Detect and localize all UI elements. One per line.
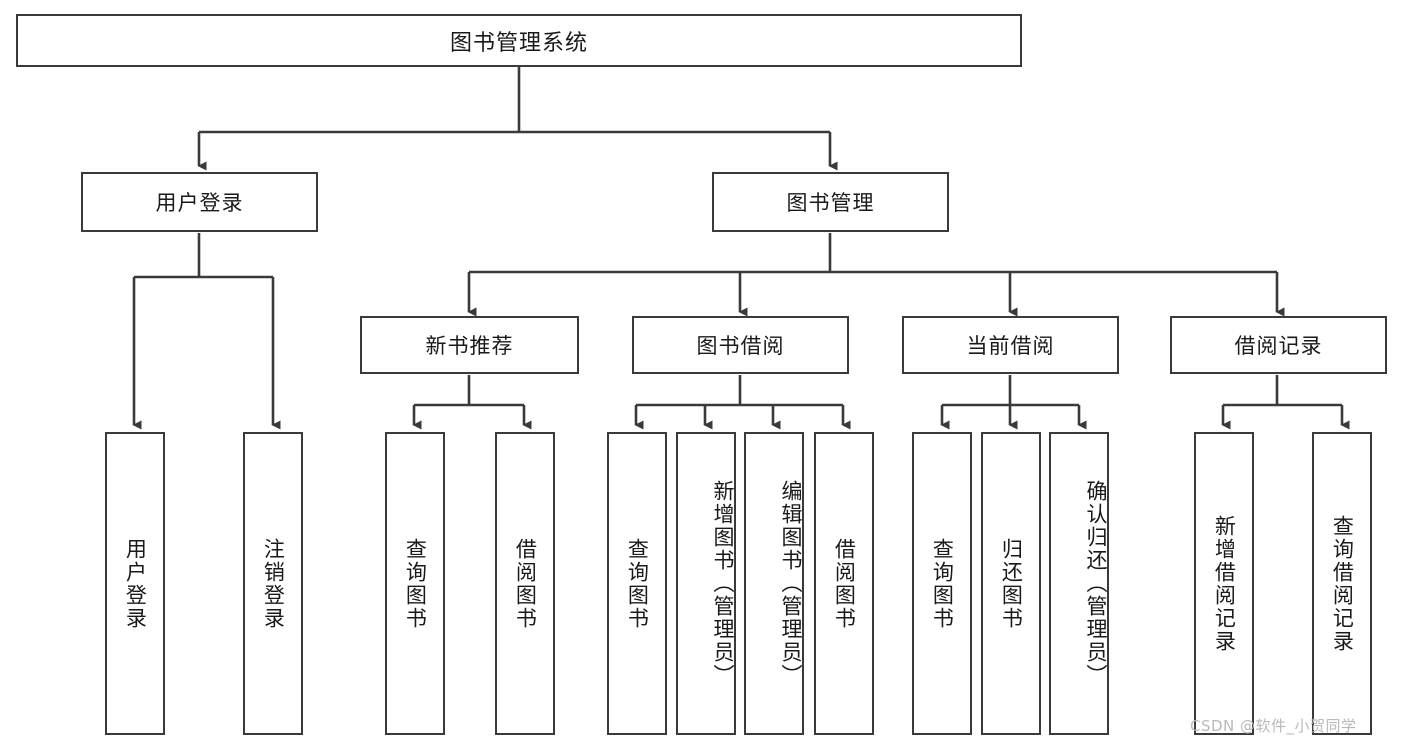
leaf-new-book-query-book[interactable]: 查询图书	[385, 432, 445, 735]
leaf-label: 借阅图书	[513, 537, 538, 630]
leaf-current-borrow-confirm-return-admin[interactable]: 确认归还（管理员）	[1049, 432, 1109, 735]
node-book-borrow[interactable]: 图书借阅	[632, 316, 849, 374]
node-borrow-record[interactable]: 借阅记录	[1170, 316, 1387, 374]
node-user-login[interactable]: 用户登录	[81, 172, 318, 232]
leaf-label: 借阅图书	[832, 537, 857, 630]
leaf-label: 用户登录	[123, 537, 148, 630]
leaf-borrow-record-query-record[interactable]: 查询借阅记录	[1312, 432, 1372, 735]
leaf-label: 新增借阅记录	[1212, 514, 1237, 653]
node-book-management[interactable]: 图书管理	[712, 172, 949, 232]
csdn-watermark: CSDN @软件_小贺同学	[1190, 717, 1357, 735]
leaf-book-borrow-query-book[interactable]: 查询图书	[607, 432, 667, 735]
leaf-book-borrow-edit-book-admin[interactable]: 编辑图书（管理员）	[744, 432, 804, 735]
leaf-new-book-borrow-book[interactable]: 借阅图书	[495, 432, 555, 735]
leaf-label: 注销登录	[261, 537, 286, 630]
leaf-label: 新增图书（管理员）	[711, 480, 735, 687]
leaf-book-borrow-borrow-book[interactable]: 借阅图书	[814, 432, 874, 735]
leaf-label: 查询图书	[930, 537, 955, 630]
node-root-book-management-system[interactable]: 图书管理系统	[16, 14, 1022, 67]
leaf-label: 归还图书	[999, 537, 1024, 630]
leaf-label: 确认归还（管理员）	[1084, 480, 1108, 687]
leaf-label: 查询借阅记录	[1330, 514, 1355, 653]
leaf-label: 查询图书	[403, 537, 428, 630]
leaf-borrow-record-add-record[interactable]: 新增借阅记录	[1194, 432, 1254, 735]
node-new-book-recommend[interactable]: 新书推荐	[360, 316, 579, 374]
leaf-book-borrow-add-book-admin[interactable]: 新增图书（管理员）	[676, 432, 736, 735]
leaf-current-borrow-return-book[interactable]: 归还图书	[981, 432, 1041, 735]
leaf-label: 编辑图书（管理员）	[779, 480, 803, 687]
leaf-label: 查询图书	[625, 537, 650, 630]
leaf-current-borrow-query-book[interactable]: 查询图书	[912, 432, 972, 735]
node-current-borrow[interactable]: 当前借阅	[902, 316, 1119, 374]
leaf-user-login-login[interactable]: 用户登录	[105, 432, 165, 735]
leaf-user-login-logout[interactable]: 注销登录	[243, 432, 303, 735]
